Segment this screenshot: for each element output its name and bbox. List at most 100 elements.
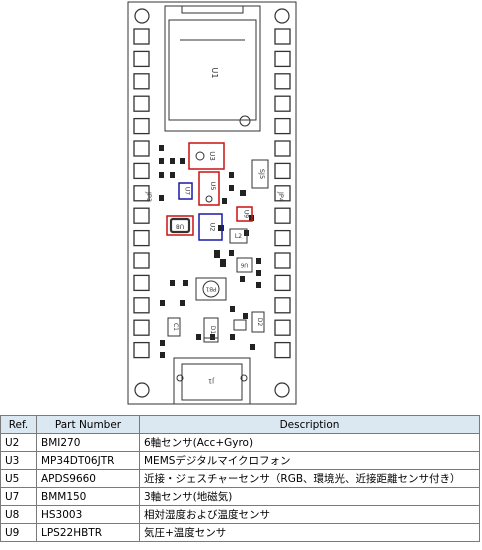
c1-capacitor — [167, 317, 181, 337]
pb1-button-frame — [195, 277, 227, 301]
header-pin — [274, 73, 291, 90]
header-pin — [133, 117, 150, 135]
right-header-pins — [274, 28, 291, 359]
header-pin — [133, 95, 150, 112]
header-pin — [133, 50, 150, 68]
desc-cell: 3軸センサ(地磁気) — [139, 487, 480, 506]
j1-label: J1 — [208, 377, 215, 385]
desc-cell: 近接・ジェスチャーセンサ（RGB、環境光、近接距離センサ付き） — [139, 469, 480, 488]
u7-label: U7 — [184, 187, 191, 195]
header-pin — [133, 274, 150, 292]
header-pin — [133, 319, 150, 336]
table-row: U7 BMM150 3軸センサ(地磁気) — [0, 487, 480, 506]
u5-highlight-box — [198, 171, 220, 206]
ref-cell: U9 — [0, 523, 37, 542]
u6-chip — [236, 257, 253, 273]
header-pin — [274, 95, 291, 112]
board-diagram: U1 U3 — [127, 1, 297, 405]
part-cell: LPS22HBTR — [36, 523, 140, 542]
passive-components — [159, 145, 261, 358]
header-pin — [133, 229, 150, 247]
pcb-outline — [127, 1, 297, 405]
d1-diode — [203, 317, 219, 343]
pb1-button — [202, 280, 220, 298]
left-header-pins — [133, 28, 150, 359]
table-row: U3 MP34DT06JTR MEMSデジタルマイクロフォン — [0, 451, 480, 470]
header-pin — [133, 73, 150, 90]
u6-label: U6 — [240, 262, 248, 268]
header-pin — [274, 229, 291, 247]
col-header-ref: Ref. — [0, 415, 37, 434]
header-pin — [274, 117, 291, 135]
header-pin — [274, 319, 291, 336]
table-row: U2 BMI270 6軸センサ(Acc+Gyro) — [0, 433, 480, 452]
ref-cell: U3 — [0, 451, 37, 470]
usb-connector-j1 — [173, 357, 251, 405]
u2-highlight-box — [198, 213, 223, 241]
jp3-label: JP3 — [145, 191, 153, 202]
u8-body — [169, 217, 191, 234]
jp4-label: JP4 — [277, 191, 285, 202]
header-pin — [133, 297, 150, 314]
header-pin — [133, 207, 150, 224]
header-pin — [274, 207, 291, 224]
l2-label: L2 — [235, 233, 242, 240]
u3-label: U3 — [208, 151, 216, 161]
header-pin — [133, 252, 150, 269]
col-header-description: Description — [139, 415, 480, 434]
header-pin — [274, 252, 291, 269]
sj5-jumper — [251, 159, 269, 189]
header-pin — [133, 28, 150, 45]
c1-label: C1 — [172, 323, 179, 331]
wireless-module-u1 — [164, 5, 261, 132]
header-pin — [274, 162, 291, 180]
u7-highlight-box — [178, 182, 193, 200]
u3-highlight-box — [188, 142, 225, 170]
pb1-label: PB1 — [206, 286, 217, 292]
d2-label: D2 — [256, 318, 263, 327]
header-pin — [133, 185, 150, 202]
table-row: U9 LPS22HBTR 気圧+温度センサ — [0, 523, 480, 542]
ref-cell: U8 — [0, 505, 37, 524]
u8-highlight-box — [166, 215, 194, 236]
part-cell: MP34DT06JTR — [36, 451, 140, 470]
part-cell: BMM150 — [36, 487, 140, 506]
u9-label: U9 — [243, 210, 250, 218]
header-pin — [133, 140, 150, 157]
part-cell: APDS9660 — [36, 469, 140, 488]
header-pin — [274, 140, 291, 157]
header-pin — [274, 185, 291, 202]
col-header-part-number: Part Number — [36, 415, 140, 434]
ref-cell: U7 — [0, 487, 37, 506]
ref-cell: U2 — [0, 433, 37, 452]
header-pin — [274, 297, 291, 314]
u5-label: U5 — [209, 182, 217, 191]
desc-cell: 相対湿度および温度センサ — [139, 505, 480, 524]
l2-inductor — [229, 228, 248, 244]
parts-table: Ref. Part Number Description U2 BMI270 6… — [0, 415, 480, 542]
u5-window — [205, 195, 213, 203]
ref-cell: U5 — [0, 469, 37, 488]
header-pin — [274, 28, 291, 45]
part-cell: HS3003 — [36, 505, 140, 524]
u9-highlight-box — [236, 206, 253, 222]
desc-cell: 6軸センサ(Acc+Gyro) — [139, 433, 480, 452]
u2-label: U2 — [209, 223, 217, 232]
u3-port — [195, 151, 205, 161]
mounting-holes — [134, 8, 290, 398]
header-pin — [274, 50, 291, 68]
header-pin — [274, 274, 291, 292]
sot-transistor — [233, 319, 247, 331]
d2-diode — [251, 311, 265, 333]
table-row: U8 HS3003 相対湿度および温度センサ — [0, 505, 480, 524]
part-cell: BMI270 — [36, 433, 140, 452]
u8-label: U8 — [176, 223, 184, 230]
table-row: U5 APDS9660 近接・ジェスチャーセンサ（RGB、環境光、近接距離センサ… — [0, 469, 480, 488]
sj5-label: SJ5 — [258, 169, 266, 179]
header-pin — [133, 341, 150, 359]
u1-label: U1 — [210, 68, 219, 79]
desc-cell: MEMSデジタルマイクロフォン — [139, 451, 480, 470]
header-pin — [133, 162, 150, 180]
header-pin — [274, 341, 291, 359]
table-header-row: Ref. Part Number Description — [0, 415, 480, 434]
